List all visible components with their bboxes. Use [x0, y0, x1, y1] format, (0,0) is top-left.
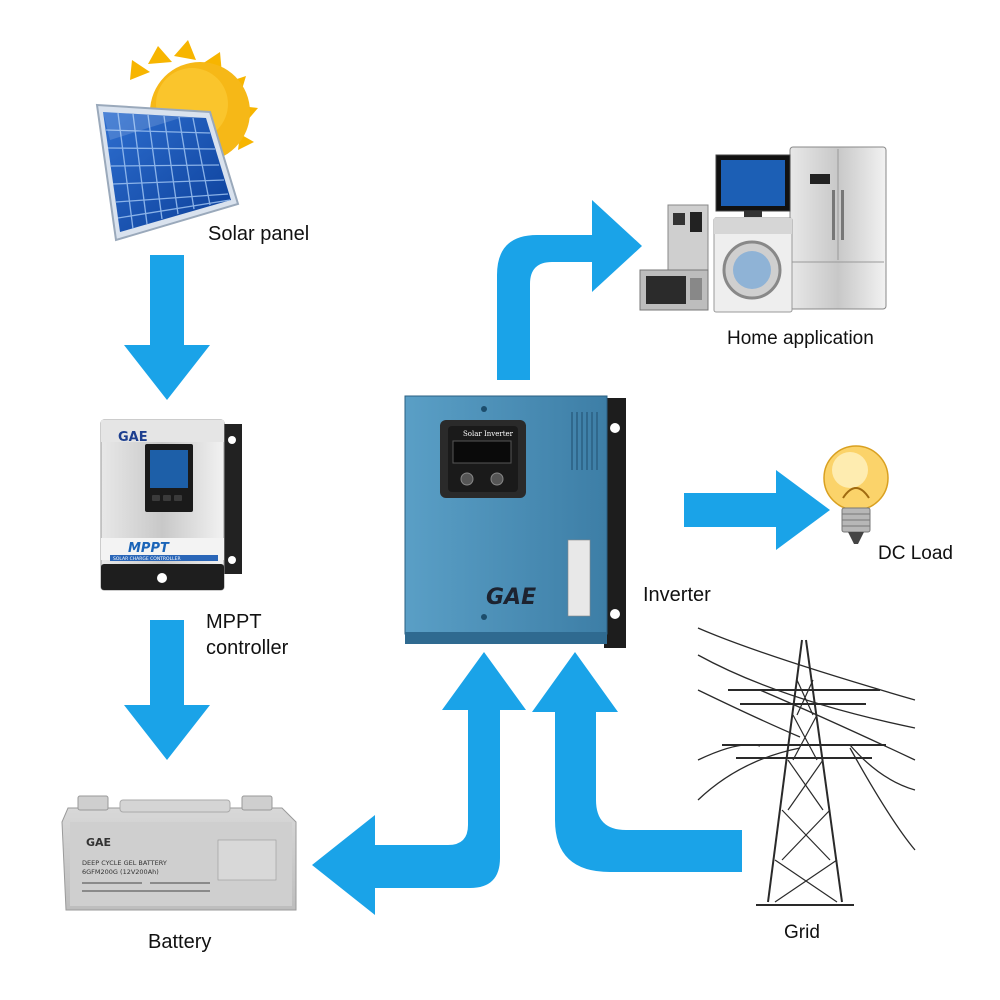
arrow-solar-to-mppt	[124, 255, 210, 400]
arrow-grid-to-inverter	[532, 652, 742, 872]
battery-label: Battery	[148, 931, 212, 953]
svg-text:GAE: GAE	[86, 836, 111, 849]
grid-tower-icon	[697, 627, 916, 906]
battery-device-model: 6GFM200G (12V200Ah)	[82, 868, 159, 876]
battery-device: GAE DEEP CYCLE GEL BATTERY 6GFM200G (12V…	[61, 795, 297, 911]
home-application-label: Home application	[727, 328, 874, 349]
inverter-device-title: Solar Inverter	[463, 430, 514, 438]
solar-panel-label: Solar panel	[208, 223, 310, 245]
arrow-battery-inverter	[312, 652, 526, 915]
arrow-inverter-to-home	[497, 200, 642, 380]
solar-panel-icon	[95, 40, 258, 242]
grid-label: Grid	[784, 922, 820, 943]
light-bulb-icon	[823, 445, 889, 544]
svg-text:GAE: GAE	[118, 430, 148, 445]
home-appliances-icon	[639, 146, 887, 313]
arrow-mppt-to-battery	[124, 620, 210, 760]
arrow-inverter-to-dcload	[684, 470, 830, 550]
battery-device-text: DEEP CYCLE GEL BATTERY	[82, 859, 167, 867]
mppt-device-brand: MPPT	[128, 541, 170, 556]
mppt-device-subtitle: SOLAR CHARGE CONTROLLER	[113, 556, 181, 562]
inverter-label: Inverter	[643, 584, 711, 606]
mppt-label-line1: MPPT	[206, 611, 262, 633]
flow-arrows	[124, 200, 830, 915]
dc-load-label: DC Load	[878, 543, 953, 564]
svg-text:GAE: GAE	[486, 585, 536, 610]
mppt-label-line2: controller	[206, 637, 289, 659]
mppt-controller-device: GAE MPPT SOLAR CHARGE CONTROLLER	[100, 419, 242, 591]
inverter-device: Solar Inverter GAE	[404, 395, 626, 648]
